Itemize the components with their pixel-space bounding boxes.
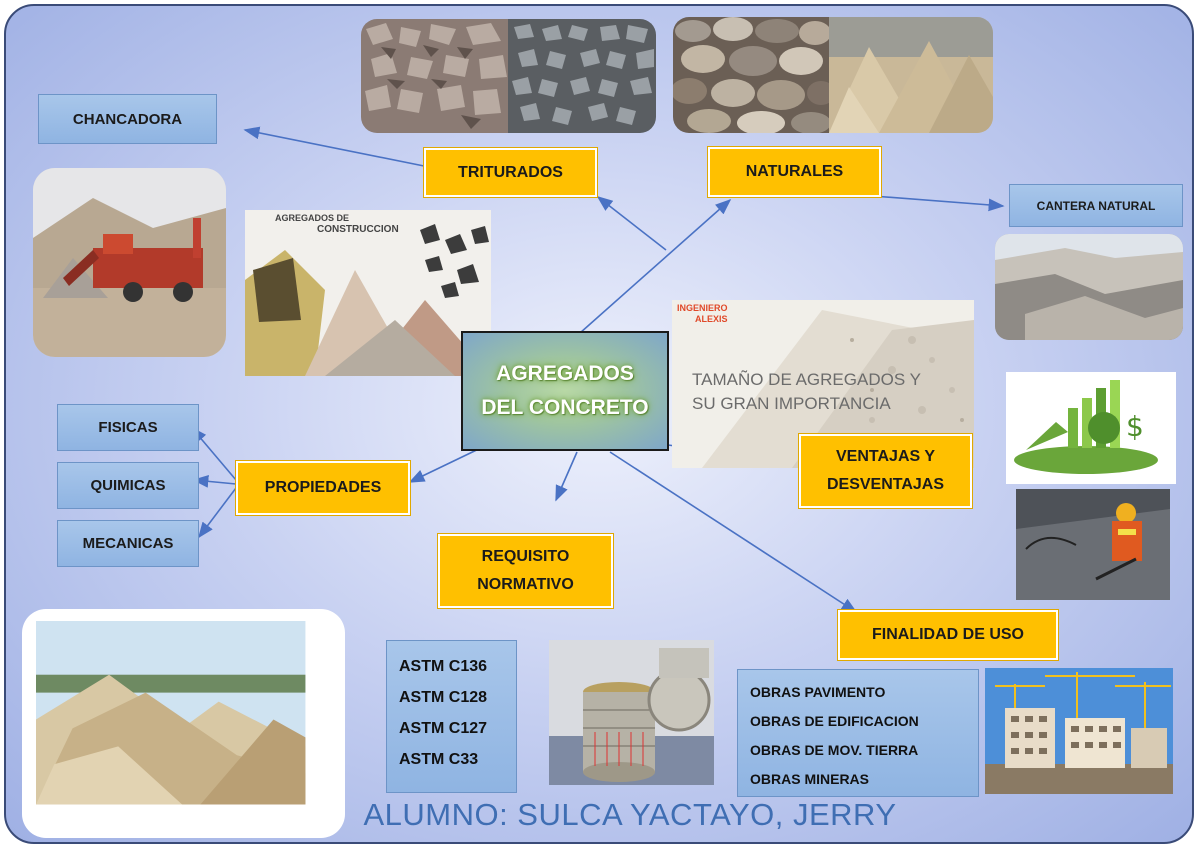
naturales-box: NATURALES: [708, 147, 881, 197]
center-title-line1: AGREGADOS: [496, 362, 634, 386]
ingeniero-caption: INGENIERO ALEXIS: [677, 303, 739, 325]
river-pebbles-photo: [673, 17, 829, 133]
arrow-propiedades-to-quimicas: [192, 474, 237, 488]
tamano-line1: TAMAÑO DE AGREGADOS Y: [692, 370, 921, 389]
obras-item: OBRAS DE MOV. TIERRA: [750, 742, 919, 758]
ventajas-label-line2: DESVENTAJAS: [826, 476, 945, 493]
concrete-worker-photo: [1016, 489, 1170, 600]
triturados-box: TRITURADOS: [424, 148, 597, 197]
aggregate-stockpile-photo: [22, 609, 345, 838]
chancadora-label: CHANCADORA: [72, 110, 183, 128]
crushed-stone-photo-1: [361, 19, 508, 133]
finalidad-box: FINALIDAD DE USO: [838, 610, 1058, 660]
sand-piles-photo: [829, 17, 993, 133]
arrow-center-to-naturales: [579, 198, 732, 334]
obras-item: OBRAS MINERAS: [750, 771, 870, 787]
propiedades-label: PROPIEDADES: [264, 479, 382, 496]
finalidad-label: FINALIDAD DE USO: [872, 626, 1024, 643]
ingeniero-text: INGENIERO: [677, 303, 728, 313]
tamano-caption: TAMAÑO DE AGREGADOS Y SU GRAN IMPORTANCI…: [692, 368, 992, 416]
mecanicas-box: MECANICAS: [57, 520, 199, 567]
tamano-line2: SU GRAN IMPORTANCIA: [692, 393, 891, 413]
obras-item: OBRAS PAVIMENTO: [750, 684, 886, 700]
cantera-natural-box: CANTERA NATURAL: [1009, 184, 1183, 227]
astm-item: ASTM C136: [399, 658, 488, 675]
center-title-line2: DEL CONCRETO: [481, 396, 649, 419]
tamano-agregados-photo: [672, 300, 974, 468]
naturales-label: NATURALES: [745, 163, 844, 180]
requisito-box: REQUISITO NORMATIVO: [438, 534, 613, 608]
ventajas-box: VENTAJAS Y DESVENTAJAS: [799, 434, 972, 508]
svg-text:$: $: [1126, 410, 1144, 443]
mecanicas-label: MECANICAS: [82, 535, 174, 552]
construction-aggregates-photo: AGREGADOS DE CONSTRUCCION: [245, 210, 491, 376]
propiedades-box: PROPIEDADES: [236, 461, 410, 515]
requisito-label-line2: NORMATIVO: [477, 576, 574, 593]
arrow-propiedades-to-mecanicas: [198, 487, 237, 539]
construccion-text: CONSTRUCCION: [317, 223, 399, 235]
astm-item: ASTM C127: [399, 720, 488, 737]
arrow-naturales-to-cantera: [872, 195, 1005, 212]
fisicas-label: FISICAS: [98, 419, 158, 436]
arrow-junction-to-triturados: [596, 196, 667, 251]
cantera-natural-label: CANTERA NATURAL: [1036, 198, 1156, 213]
astm-item: ASTM C128: [399, 689, 488, 706]
astm-item: ASTM C33: [399, 751, 479, 768]
arrow-triturados-to-chancadora: [243, 126, 425, 167]
fisicas-box: FISICAS: [57, 404, 199, 451]
money-growth-photo: $: [1006, 372, 1176, 484]
quimicas-box: QUIMICAS: [57, 462, 199, 509]
ventajas-label-line1: VENTAJAS Y: [836, 448, 935, 465]
arrow-propiedades-to-fisicas: [190, 426, 237, 481]
requisito-label-line1: REQUISITO: [481, 548, 570, 565]
alexis-text: ALEXIS: [695, 313, 728, 324]
crushed-stone-photo-2: [508, 19, 656, 133]
crusher-machine-photo: [33, 168, 226, 357]
obras-item: OBRAS DE EDIFICACION: [750, 713, 919, 729]
obras-list: OBRAS PAVIMENTO OBRAS DE EDIFICACION OBRAS…: [737, 669, 979, 797]
alumno-caption: ALUMNO: SULCA YACTAYO, JERRY: [363, 797, 897, 832]
building-construction-photo: [985, 668, 1173, 794]
triturados-label: TRITURADOS: [458, 163, 563, 181]
agregados-de-text: AGREGADOS DE: [275, 213, 350, 223]
center-node: AGREGADOS DEL CONCRETO: [461, 331, 669, 451]
chancadora-box: CHANCADORA: [38, 94, 217, 144]
sieves-photo: [549, 640, 714, 785]
arrow-center-to-finalidad: [609, 451, 858, 613]
arrow-center-to-propiedades: [408, 444, 488, 483]
quarry-photo: [995, 234, 1183, 340]
quimicas-label: QUIMICAS: [90, 477, 166, 494]
agregados-construccion-caption: AGREGADOS DE CONSTRUCCION: [275, 213, 399, 235]
arrow-center-to-requisito: [555, 451, 578, 502]
